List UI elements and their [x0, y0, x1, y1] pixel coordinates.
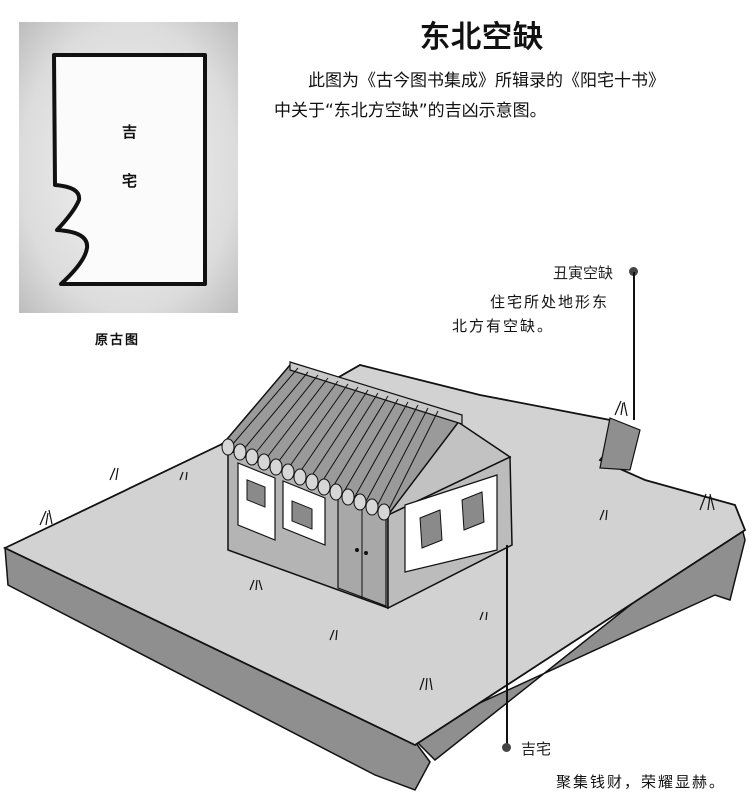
intro-line-2: 中关于“东北方空缺”的吉凶示意图。 — [274, 101, 547, 121]
side-window — [404, 474, 498, 573]
intro-line-1: 此图为《古今图书集成》所辑录的《阳宅十书》 — [308, 71, 665, 91]
callout-northeast-gap-title: 丑寅空缺 — [553, 264, 614, 282]
callout-northeast-gap-leader — [633, 272, 635, 420]
callout-northeast-gap-line-1: 住宅所处地形东 — [490, 293, 610, 311]
original-diagram-caption: 原古图 — [95, 333, 141, 348]
callout-auspicious-house-title: 吉宅 — [521, 740, 552, 758]
original-label-ji: 吉 — [122, 123, 138, 141]
original-diagram-outline — [52, 53, 207, 286]
page-title: 东北空缺 — [420, 20, 544, 55]
callout-northeast-gap-line-2: 北方有空缺。 — [452, 317, 555, 335]
northeast-notch — [599, 417, 641, 471]
front-door — [337, 494, 387, 607]
house-roof — [220, 361, 463, 521]
front-windows — [237, 462, 326, 546]
callout-auspicious-house-dot — [502, 743, 511, 752]
grass-tufts — [39, 400, 715, 691]
original-label-zhai: 宅 — [122, 172, 138, 190]
original-diagram-panel — [19, 22, 238, 313]
intro-text: 此图为《古今图书集成》所辑录的《阳宅十书》 中关于“东北方空缺”的吉凶示意图。 — [274, 66, 749, 126]
callout-auspicious-house-body: 聚集钱财，荣耀显赫。 — [556, 773, 727, 791]
callout-auspicious-house-leader — [506, 545, 508, 747]
callout-northeast-gap-body: 住宅所处地形东 北方有空缺。 — [452, 290, 627, 338]
callout-northeast-gap-dot — [629, 267, 638, 276]
